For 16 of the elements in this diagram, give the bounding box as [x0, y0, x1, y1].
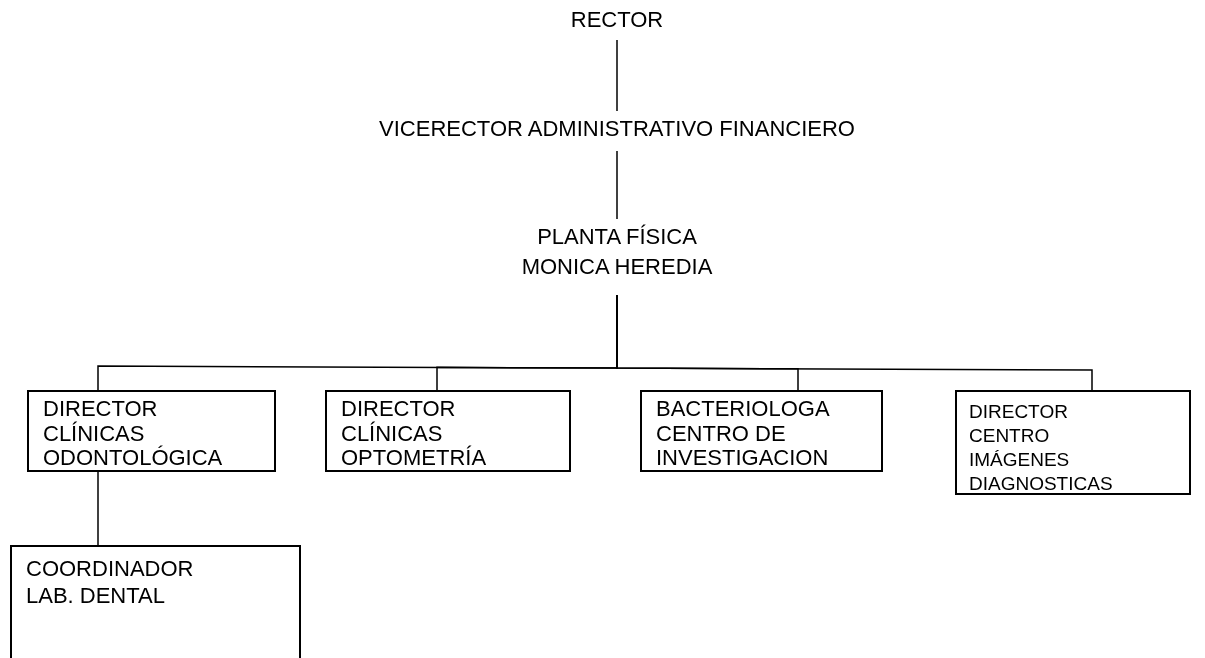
connector-line: [616, 39, 618, 112]
org-box: [640, 390, 883, 472]
position-title: VICERECTOR ADMINISTRATIVO FINANCIERO: [378, 115, 856, 143]
connector-line: [97, 471, 99, 546]
org-box: [27, 390, 276, 472]
position-label: BACTERIOLOGA CENTRO DE INVESTIGACION: [656, 397, 830, 471]
connector-line: [616, 150, 618, 220]
position-label: DIRECTOR CLÍNICAS ODONTOLÓGICA: [43, 397, 224, 471]
position-title: PLANTA FÍSICA MONICA HEREDIA: [520, 223, 714, 281]
org-box: [10, 545, 301, 658]
org-box: [325, 390, 571, 472]
position-label: DIRECTOR CLÍNICAS OPTOMETRÍA: [341, 397, 488, 471]
position-title: RECTOR: [569, 6, 665, 34]
org-box: [955, 390, 1191, 495]
position-label: COORDINADOR LAB. DENTAL: [26, 555, 195, 609]
connector-line: [616, 294, 1093, 391]
